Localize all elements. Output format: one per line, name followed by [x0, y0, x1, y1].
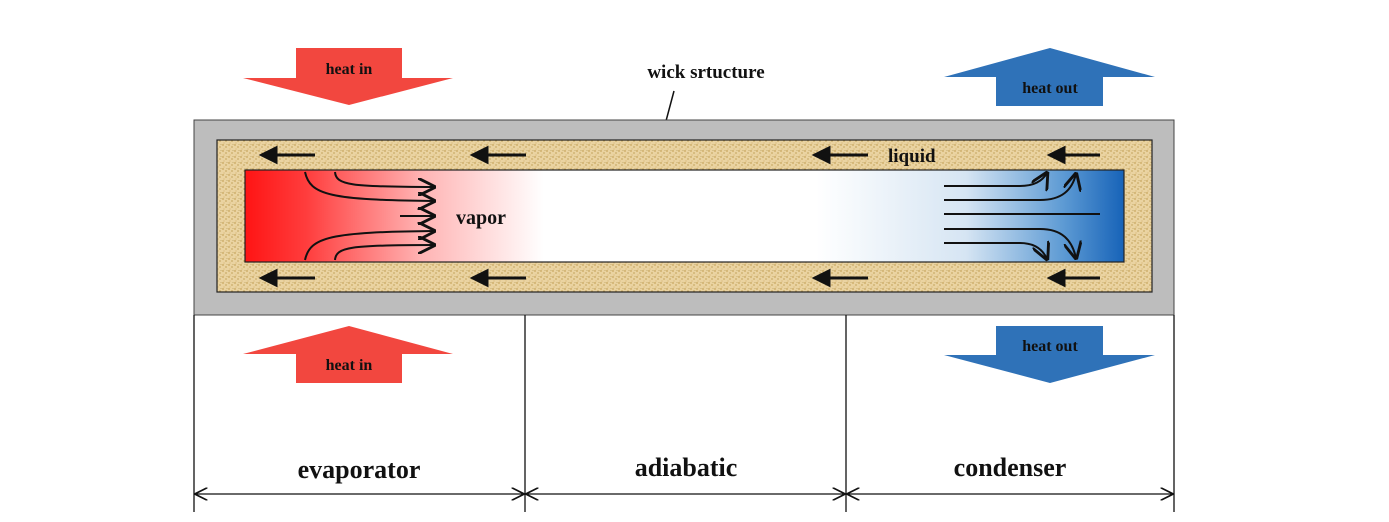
heat-in-arrow-top: heat in — [243, 48, 453, 105]
condenser-label: condenser — [954, 453, 1067, 482]
heat-out-arrow-top: heat out — [944, 48, 1155, 106]
vapor-label: vapor — [456, 207, 506, 229]
heat-in-arrow-bottom: heat in — [243, 326, 453, 383]
evaporator-label: evaporator — [298, 455, 421, 484]
heat-in-top-label: heat in — [326, 61, 373, 78]
vapor-flow-condenser — [944, 173, 1100, 259]
heat-out-bottom-label: heat out — [1022, 338, 1078, 355]
vapor-core — [244, 169, 1125, 263]
heat-in-bottom-label: heat in — [326, 357, 373, 374]
wick-structure-label: wick srtucture — [647, 62, 764, 83]
liquid-label: liquid — [888, 146, 936, 167]
section-dividers — [193, 315, 1175, 512]
vapor-flow-evaporator — [304, 171, 434, 261]
liquid-arrows-bottom — [258, 268, 1100, 288]
heat-out-arrow-bottom: heat out — [944, 326, 1155, 383]
adiabatic-label: adiabatic — [635, 453, 738, 482]
liquid-arrows-top — [258, 145, 1100, 165]
heat-out-top-label: heat out — [1022, 80, 1078, 97]
